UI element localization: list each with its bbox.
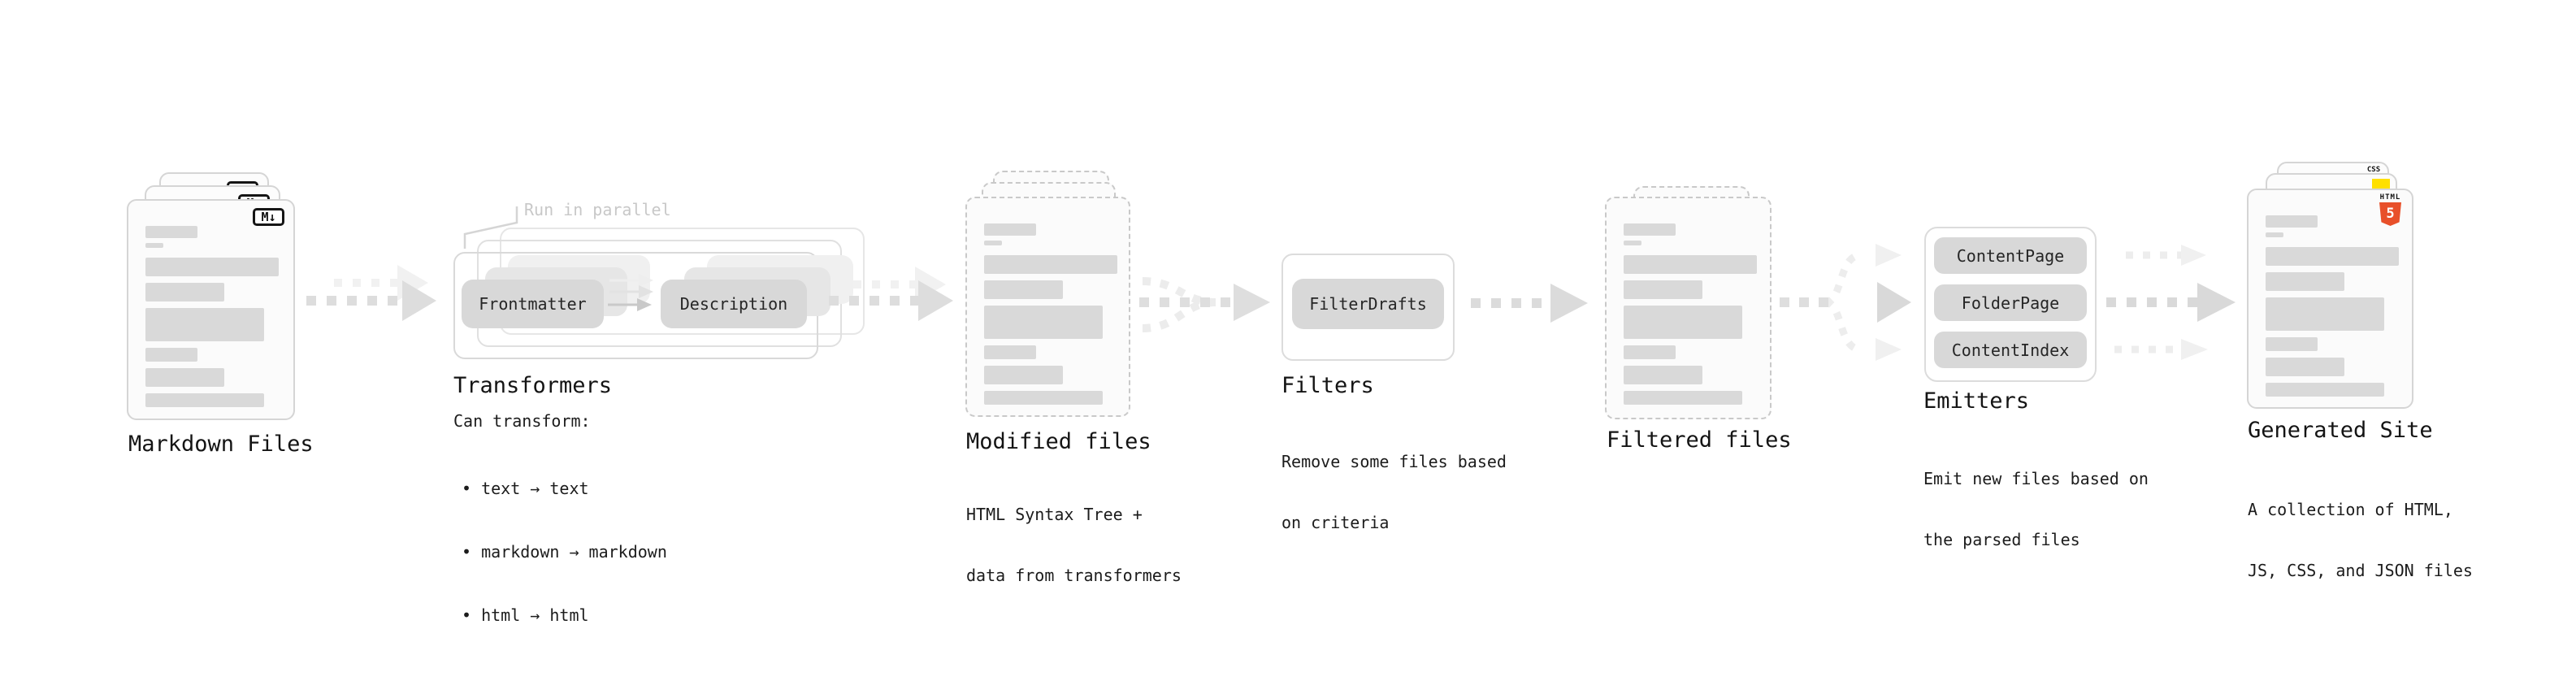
placeholder-line (2266, 337, 2318, 351)
placeholder-line (1624, 223, 1676, 236)
css-icon-text: CSS (2366, 166, 2381, 174)
caption-line: Remove some files based (1281, 452, 1507, 471)
annotation-leader-line (463, 206, 518, 249)
generated-site-caption: A collection of HTML, JS, CSS, and JSON … (2248, 459, 2473, 622)
placeholder-line (145, 226, 197, 238)
placeholder-line (1624, 306, 1742, 339)
filtered-file-page-front (1605, 197, 1772, 419)
bullet-item: • html → html (462, 605, 589, 625)
flow-arrow-icon (829, 267, 953, 321)
placeholder-line (1624, 255, 1757, 274)
placeholder-line (984, 306, 1103, 339)
placeholder-line (145, 308, 264, 341)
transform-arrow-icon (608, 298, 652, 311)
placeholder-line (2266, 215, 2318, 228)
placeholder-line (984, 223, 1036, 236)
placeholder-line (2266, 358, 2344, 376)
placeholder-line (145, 348, 197, 362)
flow-arrow-icon (306, 265, 436, 321)
placeholder-line (145, 393, 264, 407)
transformers-bullet-list: • text → text • markdown → markdown • ht… (462, 436, 667, 668)
emitters-label: Emitters (1923, 388, 2030, 414)
filters-label: Filters (1281, 373, 1374, 398)
placeholder-line (145, 258, 279, 276)
placeholder-line (984, 345, 1036, 359)
placeholder-line (2266, 297, 2384, 331)
placeholder-line (984, 391, 1103, 405)
contentindex-pill: ContentIndex (1934, 332, 2087, 368)
javascript-icon (2372, 179, 2390, 189)
bullet-item: • text → text (462, 479, 589, 498)
markdown-file-page-front: M↓ (127, 199, 295, 420)
merge-arrow-icon (1139, 277, 1270, 332)
placeholder-line (145, 368, 224, 387)
placeholder-line (984, 255, 1117, 274)
description-pill: Description (661, 280, 807, 328)
placeholder-line (2266, 383, 2384, 397)
placeholder-line (984, 280, 1063, 299)
bullet-item: • markdown → markdown (462, 542, 667, 562)
transform-arrow-icon (609, 274, 653, 287)
emitters-caption: Emit new files based on the parsed files (1923, 428, 2149, 591)
placeholder-line (1624, 280, 1702, 299)
html5-icon-shield: 5 (2379, 202, 2401, 226)
html5-icon: HTML 5 (2379, 193, 2401, 226)
caption-line: HTML Syntax Tree + (966, 505, 1143, 524)
placeholder-line (1624, 366, 1702, 384)
transformers-caption-title: Can transform: (453, 411, 591, 431)
markdown-files-label: Markdown Files (128, 432, 314, 457)
html5-icon-word: HTML (2379, 193, 2401, 202)
frontmatter-pill: Frontmatter (462, 280, 604, 328)
placeholder-line (984, 241, 1002, 245)
modified-files-caption: HTML Syntax Tree + data from transformer… (966, 464, 1182, 627)
doc-placeholder-lines (984, 223, 1117, 405)
placeholder-line (145, 283, 224, 301)
transformers-label: Transformers (453, 373, 613, 398)
flow-arrow-icon (1471, 284, 1588, 323)
fanout-arrow-icon (1780, 244, 1911, 361)
placeholder-line (145, 243, 163, 248)
markdown-icon: M↓ (253, 208, 284, 226)
caption-line: on criteria (1281, 513, 1390, 532)
doc-placeholder-lines (2266, 215, 2399, 397)
modified-file-page-front (965, 197, 1130, 417)
caption-line: JS, CSS, and JSON files (2248, 561, 2473, 580)
filtered-files-label: Filtered files (1607, 427, 1792, 453)
filterdrafts-pill: FilterDrafts (1292, 279, 1444, 329)
transform-arrow-icon (609, 285, 653, 298)
placeholder-line (1624, 241, 1641, 245)
placeholder-line (2266, 272, 2344, 291)
generated-page-front: HTML 5 (2247, 189, 2413, 409)
caption-line: the parsed files (1923, 530, 2080, 549)
placeholder-line (1624, 345, 1676, 359)
doc-placeholder-lines (145, 226, 279, 407)
folderpage-pill: FolderPage (1934, 284, 2087, 321)
run-in-parallel-annotation: Run in parallel (524, 200, 671, 219)
caption-line: A collection of HTML, (2248, 500, 2453, 519)
placeholder-line (984, 366, 1063, 384)
placeholder-line (2266, 247, 2399, 266)
caption-line: Emit new files based on (1923, 469, 2149, 488)
modified-files-label: Modified files (966, 429, 1151, 454)
caption-line: data from transformers (966, 566, 1182, 585)
parallel-arrows-icon (2106, 245, 2236, 360)
doc-placeholder-lines (1624, 223, 1757, 405)
filters-caption: Remove some files based on criteria (1281, 411, 1507, 574)
contentpage-pill: ContentPage (1934, 237, 2087, 274)
placeholder-line (2266, 232, 2283, 237)
generated-site-label: Generated Site (2248, 418, 2433, 443)
placeholder-line (1624, 391, 1742, 405)
